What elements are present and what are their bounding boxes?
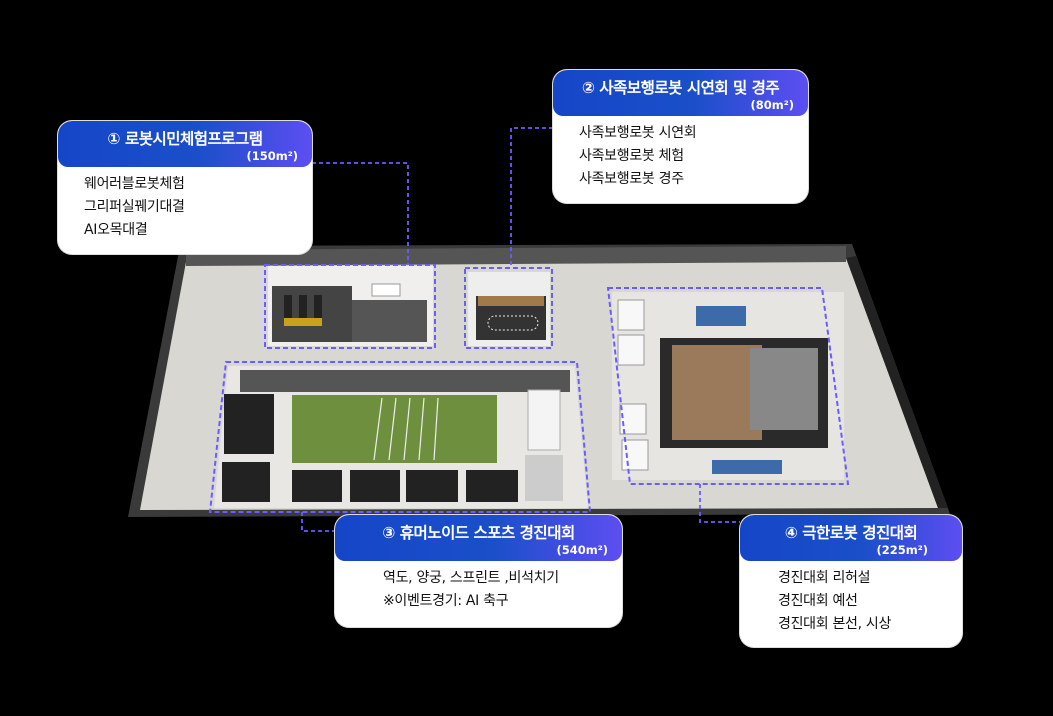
zone-1-connector: [312, 162, 409, 265]
zone-1-header: ① 로봇시민체험프로그램 (150m²): [58, 121, 312, 167]
zone-3-callout: ③ 휴머노이드 스포츠 경진대회 (540m²) 역도, 양궁, 스프린트 ,비…: [335, 515, 622, 627]
zone-area: (150m²): [246, 149, 298, 163]
program-item: 경진대회 예선: [778, 593, 858, 609]
back-wall: [186, 246, 846, 266]
zone-3-outline: [208, 361, 592, 513]
zone-3-header: ③ 휴머노이드 스포츠 경진대회 (540m²): [335, 515, 622, 561]
program-item: 웨어러블로봇체험: [84, 176, 185, 192]
zone-4-title: ④ 극한로봇 경진대회: [754, 521, 948, 543]
program-item: 사족보행로봇 시연회: [579, 125, 697, 141]
zone-number: ③: [382, 524, 395, 542]
zone-outlines: [208, 264, 850, 513]
zone-1-outline: [264, 264, 436, 349]
program-item: 사족보행로봇 체험: [579, 148, 684, 164]
zone-1-area: [268, 266, 433, 346]
zone-2-area: [468, 272, 550, 346]
zone-2-header: ② 사족보행로봇 시연회 및 경주 (80m²): [553, 70, 808, 116]
zone-number: ①: [107, 130, 121, 148]
zone-4-connector: [699, 484, 740, 523]
zone-4-header: ④ 극한로봇 경진대회 (225m²): [740, 515, 962, 561]
zone-2-title: ② 사족보행로봇 시연회 및 경주: [567, 76, 794, 98]
zone-4-callout: ④ 극한로봇 경진대회 (225m²) 경진대회 리허설 경진대회 예선 경진대…: [740, 515, 962, 647]
program-list: 사족보행로봇 시연회 사족보행로봇 체험 사족보행로봇 경주: [553, 116, 808, 191]
program-item: 경진대회 리허설: [778, 570, 871, 586]
zone-title: 극한로봇 경진대회: [802, 524, 918, 542]
program-list: 역도, 양궁, 스프린트 ,비석치기 ※이벤트경기: AI 축구: [335, 561, 622, 613]
zone-2-callout: ② 사족보행로봇 시연회 및 경주 (80m²) 사족보행로봇 시연회 사족보행…: [553, 70, 808, 203]
zone-3-area: [214, 366, 588, 508]
zone-area: (540m²): [556, 543, 608, 557]
zone-number: ②: [581, 79, 595, 97]
program-item: 역도, 양궁, 스프린트 ,비석치기: [383, 570, 559, 586]
zone-title: 사족보행로봇 시연회 및 경주: [599, 79, 780, 97]
zone-title: 로봇시민체험프로그램: [124, 130, 263, 148]
program-item: ※이벤트경기: AI 축구: [383, 593, 509, 609]
program-list: 경진대회 리허설 경진대회 예선 경진대회 본선, 시상: [740, 561, 962, 636]
program-list: 웨어러블로봇체험 그리퍼실꿰기대결 AI오목대결: [58, 167, 312, 242]
zone-2-outline: [464, 267, 553, 349]
zone-1-callout: ① 로봇시민체험프로그램 (150m²) 웨어러블로봇체험 그리퍼실꿰기대결 A…: [58, 121, 312, 254]
zone-2-connector: [510, 127, 553, 268]
zone-area: (80m²): [750, 98, 794, 112]
zone-title: 휴머노이드 스포츠 경진대회: [399, 524, 575, 542]
zone-1-title: ① 로봇시민체험프로그램: [72, 127, 298, 149]
zone-area: (225m²): [876, 543, 928, 557]
zone-4-outline: [606, 287, 850, 485]
zone-number: ④: [784, 524, 798, 542]
program-item: 경진대회 본선, 시상: [778, 616, 892, 632]
program-item: 사족보행로봇 경주: [579, 171, 684, 187]
program-item: AI오목대결: [84, 222, 148, 238]
connector-lines: [301, 127, 740, 532]
program-item: 그리퍼실꿰기대결: [84, 199, 185, 215]
zone-4-area: [612, 292, 844, 480]
right-windows: [846, 256, 948, 508]
zone-3-title: ③ 휴머노이드 스포츠 경진대회: [349, 521, 608, 543]
